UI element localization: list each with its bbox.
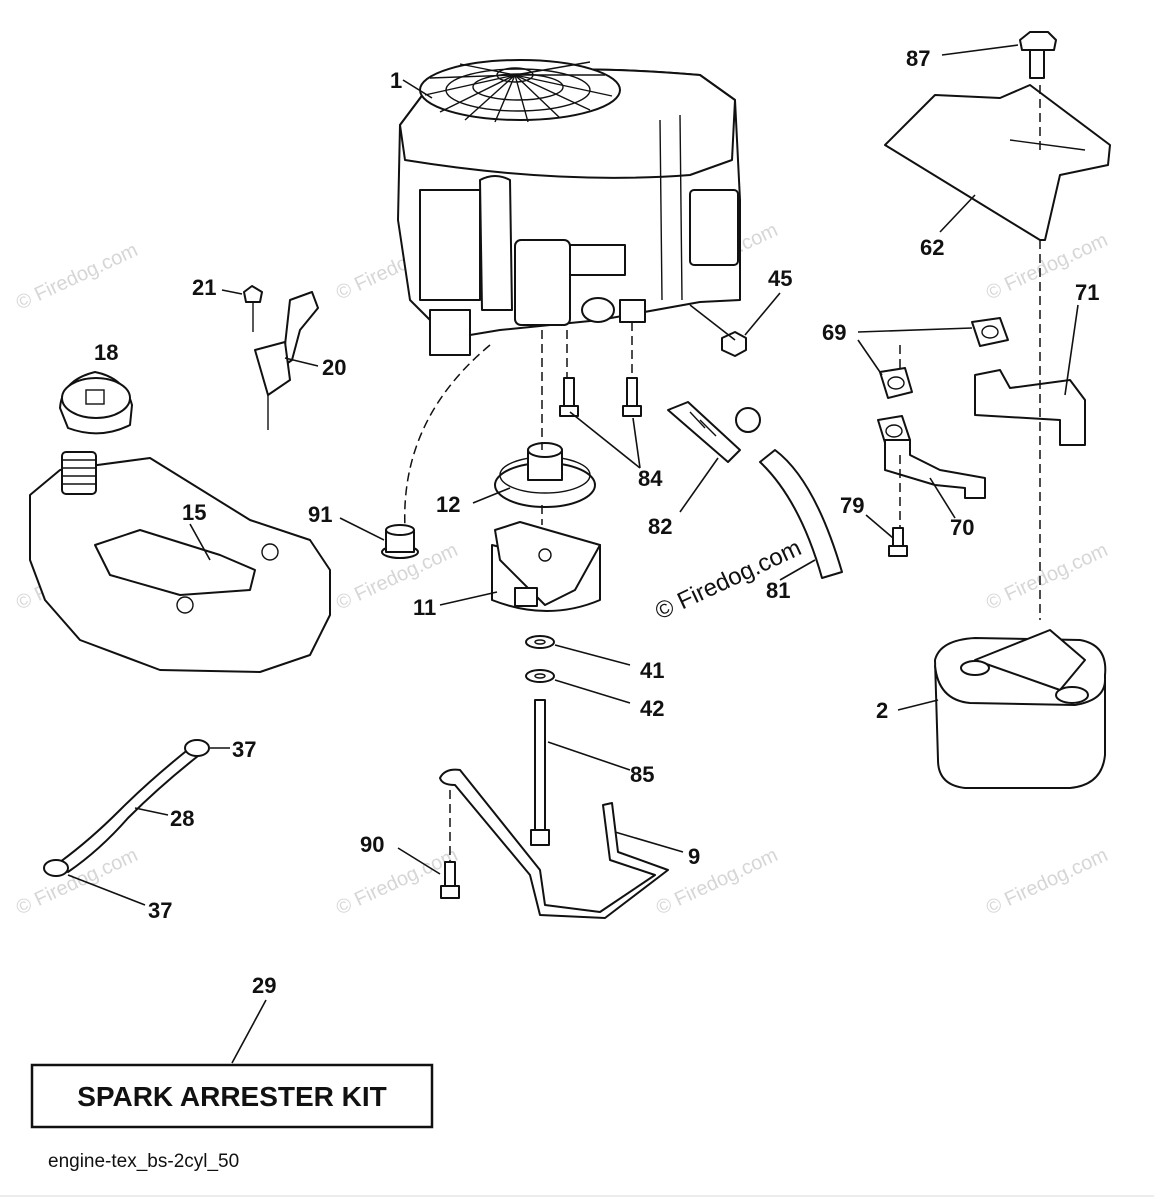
- watermark-text: © Firedog.com: [333, 844, 461, 919]
- part-heat-shield: [884, 84, 1111, 241]
- callout-label: 21: [192, 275, 216, 300]
- part-shield-bolt: [1019, 31, 1057, 79]
- callout-label: 11: [413, 595, 436, 620]
- callout-label: 1: [390, 68, 402, 93]
- callout-label: 90: [360, 832, 384, 857]
- callout-label: 82: [648, 514, 672, 539]
- part-hose-clamps: [43, 739, 210, 877]
- callout-label: 20: [322, 355, 346, 380]
- assembly-lines: [404, 85, 1041, 862]
- part-bracket-rod: [439, 768, 669, 919]
- part-fuel-filter: [667, 401, 761, 463]
- callouts: 1 87 62 45 71 69 21 20 18 15 12 84 82 91…: [94, 46, 1099, 998]
- callout-label: 15: [182, 500, 206, 525]
- callout-label: 2: [876, 698, 888, 723]
- part-fuel-hose: [759, 449, 843, 579]
- part-muffler: [934, 629, 1107, 789]
- part-washers: [525, 635, 555, 683]
- callout-label: 12: [436, 492, 460, 517]
- part-exhaust-pipe-right: [974, 369, 1086, 446]
- part-throttle-control: [254, 291, 319, 430]
- callout-label: 71: [1075, 280, 1099, 305]
- watermark-text: © Firedog.com: [983, 844, 1111, 919]
- kit-label: SPARK ARRESTER KIT: [77, 1081, 387, 1112]
- callout-label: 29: [252, 973, 276, 998]
- callout-label: 42: [640, 696, 664, 721]
- part-exhaust-pipe-left: [884, 439, 986, 499]
- callout-label: 9: [688, 844, 700, 869]
- part-engine: [397, 59, 741, 356]
- callout-label: 37: [232, 737, 256, 762]
- callout-label: 28: [170, 806, 194, 831]
- part-long-bolt: [530, 699, 550, 846]
- watermark-text: © Firedog.com: [653, 844, 781, 919]
- watermark-text: © Firedog.com: [13, 239, 141, 314]
- callout-label: 41: [640, 658, 664, 683]
- part-pulley: [494, 442, 596, 508]
- callout-label: 79: [840, 493, 864, 518]
- callout-label: 81: [766, 578, 790, 603]
- part-bolt-79: [888, 527, 908, 557]
- callout-label: 18: [94, 340, 118, 365]
- part-bolts-84: [559, 377, 642, 417]
- part-throttle-bolt: [243, 285, 263, 332]
- diagram-caption: engine-tex_bs-2cyl_50: [48, 1151, 239, 1172]
- callout-label: 45: [768, 266, 792, 291]
- callout-label: 84: [638, 466, 663, 491]
- part-nut: [721, 331, 747, 357]
- callout-label: 69: [822, 320, 846, 345]
- part-fuel-tank: [29, 451, 331, 673]
- callout-label: 37: [148, 898, 172, 923]
- callout-label: 62: [920, 235, 944, 260]
- leader-lines: [67, 44, 1079, 1064]
- callout-label: 85: [630, 762, 654, 787]
- callout-label: 91: [308, 502, 332, 527]
- part-clutch: [491, 521, 601, 612]
- part-fuel-cap: [59, 371, 133, 435]
- spark-arrester-kit-box: SPARK ARRESTER KIT: [30, 1063, 434, 1129]
- part-bushing: [381, 524, 419, 559]
- part-fuel-line: [59, 747, 199, 873]
- watermark-text: © Firedog.com: [983, 539, 1111, 614]
- callout-label: 70: [950, 515, 974, 540]
- callout-label: 87: [906, 46, 930, 71]
